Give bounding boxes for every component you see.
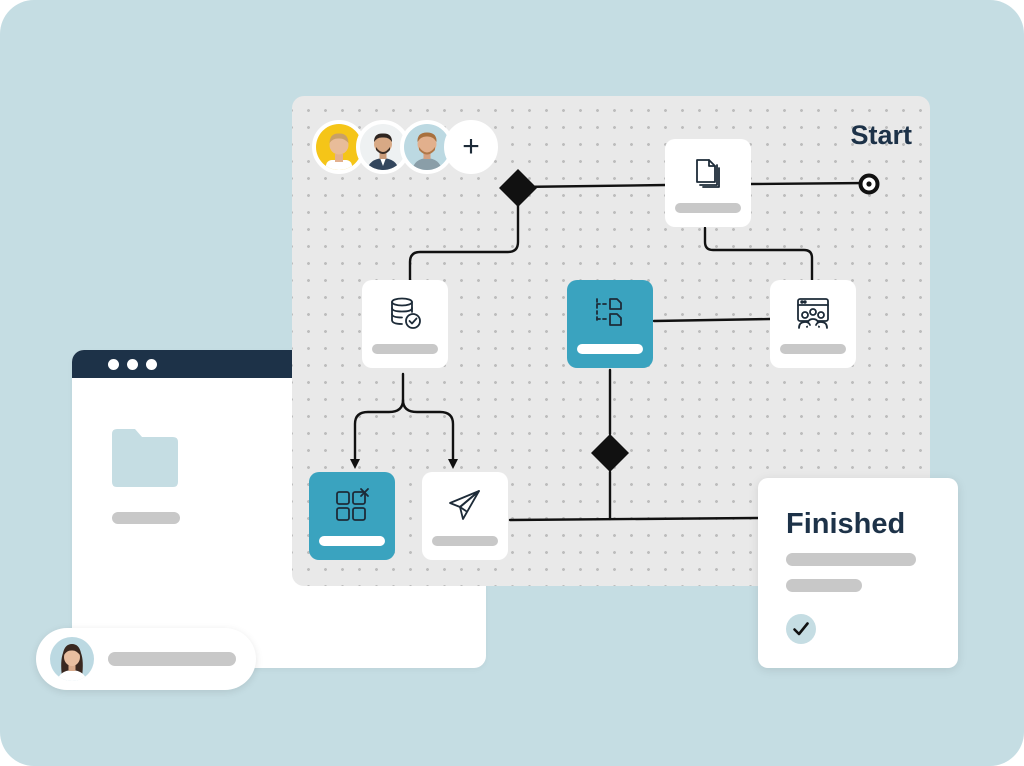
plus-icon: + — [462, 130, 480, 163]
node-document[interactable] — [665, 139, 751, 227]
user-avatar — [50, 637, 94, 681]
node-label-placeholder — [432, 536, 498, 546]
node-grid-apps[interactable] — [309, 472, 395, 560]
checkmark-icon — [793, 622, 809, 636]
user-avatar[interactable] — [356, 120, 410, 174]
document-stack-icon — [696, 159, 720, 188]
finished-title: Finished — [786, 508, 906, 540]
node-database[interactable] — [362, 280, 448, 368]
node-file-tree[interactable] — [567, 280, 653, 368]
finished-check — [786, 614, 816, 644]
user-name-placeholder — [108, 652, 236, 666]
paper-plane-icon — [449, 490, 480, 520]
canvas-title: Start — [850, 120, 912, 150]
add-user-button[interactable]: + — [444, 120, 498, 174]
grid-apps-icon — [336, 488, 369, 521]
avatar-man-suit — [360, 124, 406, 170]
decision-diamond[interactable] — [498, 168, 538, 208]
folder-label-placeholder — [112, 512, 180, 524]
node-send[interactable] — [422, 472, 508, 560]
start-point-icon[interactable] — [858, 173, 880, 195]
text-placeholder — [786, 553, 916, 566]
node-label-placeholder — [780, 344, 846, 354]
avatar-man-blonde — [316, 124, 362, 170]
finished-card[interactable]: Finished — [758, 478, 958, 668]
avatar-man-beard — [404, 124, 450, 170]
folder-icon[interactable] — [109, 426, 181, 490]
node-label-placeholder — [675, 203, 741, 213]
text-placeholder — [786, 579, 862, 592]
node-label-placeholder — [372, 344, 438, 354]
window-dot[interactable] — [146, 359, 157, 370]
workflow-connections — [350, 181, 870, 522]
window-dot[interactable] — [127, 359, 138, 370]
node-label-placeholder — [577, 344, 643, 354]
avatar-woman — [50, 637, 94, 681]
node-team-window[interactable] — [770, 280, 856, 368]
database-check-icon — [391, 297, 421, 329]
user-pill[interactable] — [36, 628, 256, 690]
user-avatar[interactable] — [400, 120, 454, 174]
node-label-placeholder — [319, 536, 385, 546]
file-tree-icon — [596, 298, 622, 326]
team-window-icon — [797, 298, 829, 329]
decision-diamond[interactable] — [590, 433, 630, 473]
window-dot[interactable] — [108, 359, 119, 370]
